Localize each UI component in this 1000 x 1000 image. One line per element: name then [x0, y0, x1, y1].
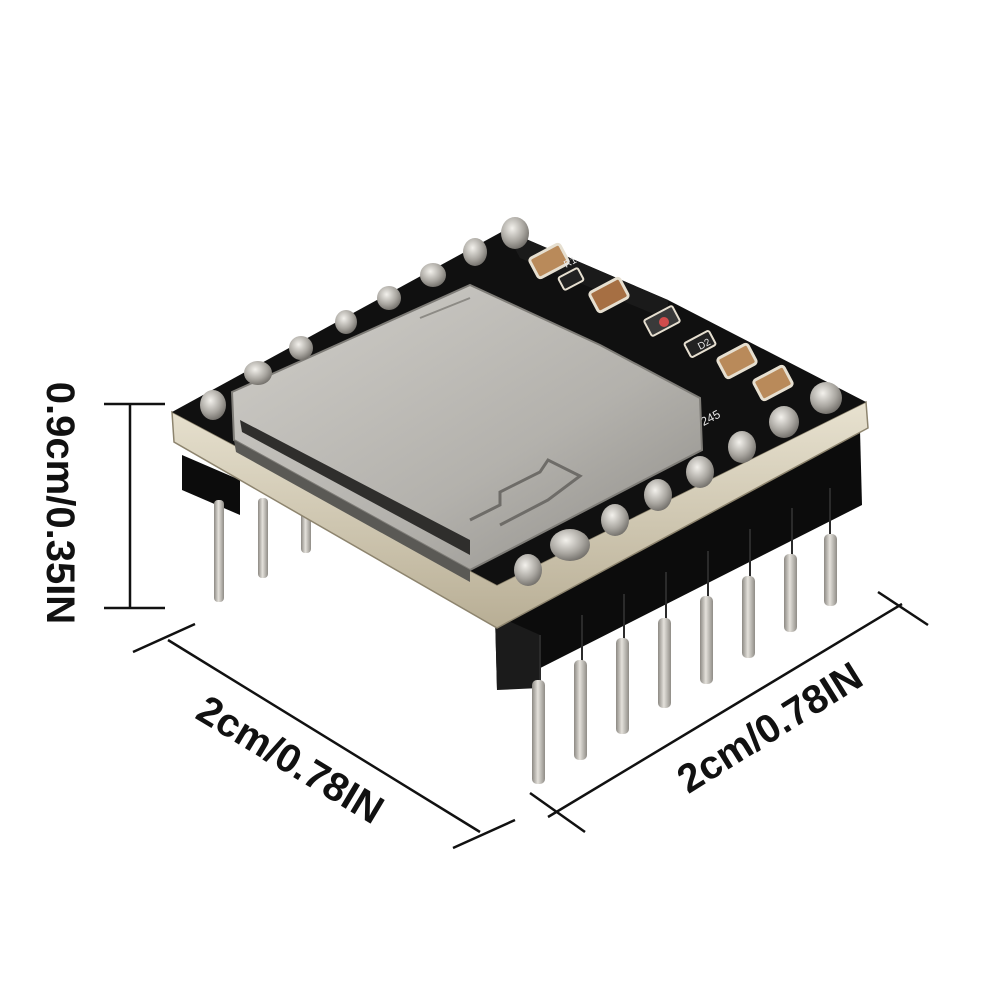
width-right-dimension-line	[529, 590, 929, 834]
capacitor	[588, 276, 630, 314]
pin	[784, 554, 797, 632]
diode	[683, 330, 717, 358]
smd-components	[528, 242, 794, 402]
pin	[742, 576, 755, 658]
height-dimension-line	[104, 402, 165, 610]
silk-d2: D2	[696, 337, 713, 353]
pin	[616, 638, 629, 734]
pin	[214, 500, 224, 602]
capacitor	[528, 242, 570, 280]
led-light	[659, 317, 669, 327]
solder-joints-front	[514, 382, 842, 586]
front-pin-header	[495, 430, 862, 690]
microsd-slot	[230, 283, 704, 582]
width-left-dimension-line	[132, 622, 516, 850]
capacitor	[716, 342, 758, 380]
capacitor	[752, 364, 794, 402]
rear-pin-header	[182, 455, 311, 602]
pin	[532, 680, 545, 784]
front-pins	[532, 534, 837, 784]
pin	[700, 596, 713, 684]
height-dimension-label: 0.9cm/0.35IN	[38, 381, 82, 625]
pin	[574, 660, 587, 760]
solder-joints-back	[200, 217, 529, 420]
pin	[258, 498, 268, 578]
resistor	[557, 267, 585, 291]
silk-r1: R1	[562, 255, 579, 271]
pin	[824, 534, 837, 606]
pin	[658, 618, 671, 708]
